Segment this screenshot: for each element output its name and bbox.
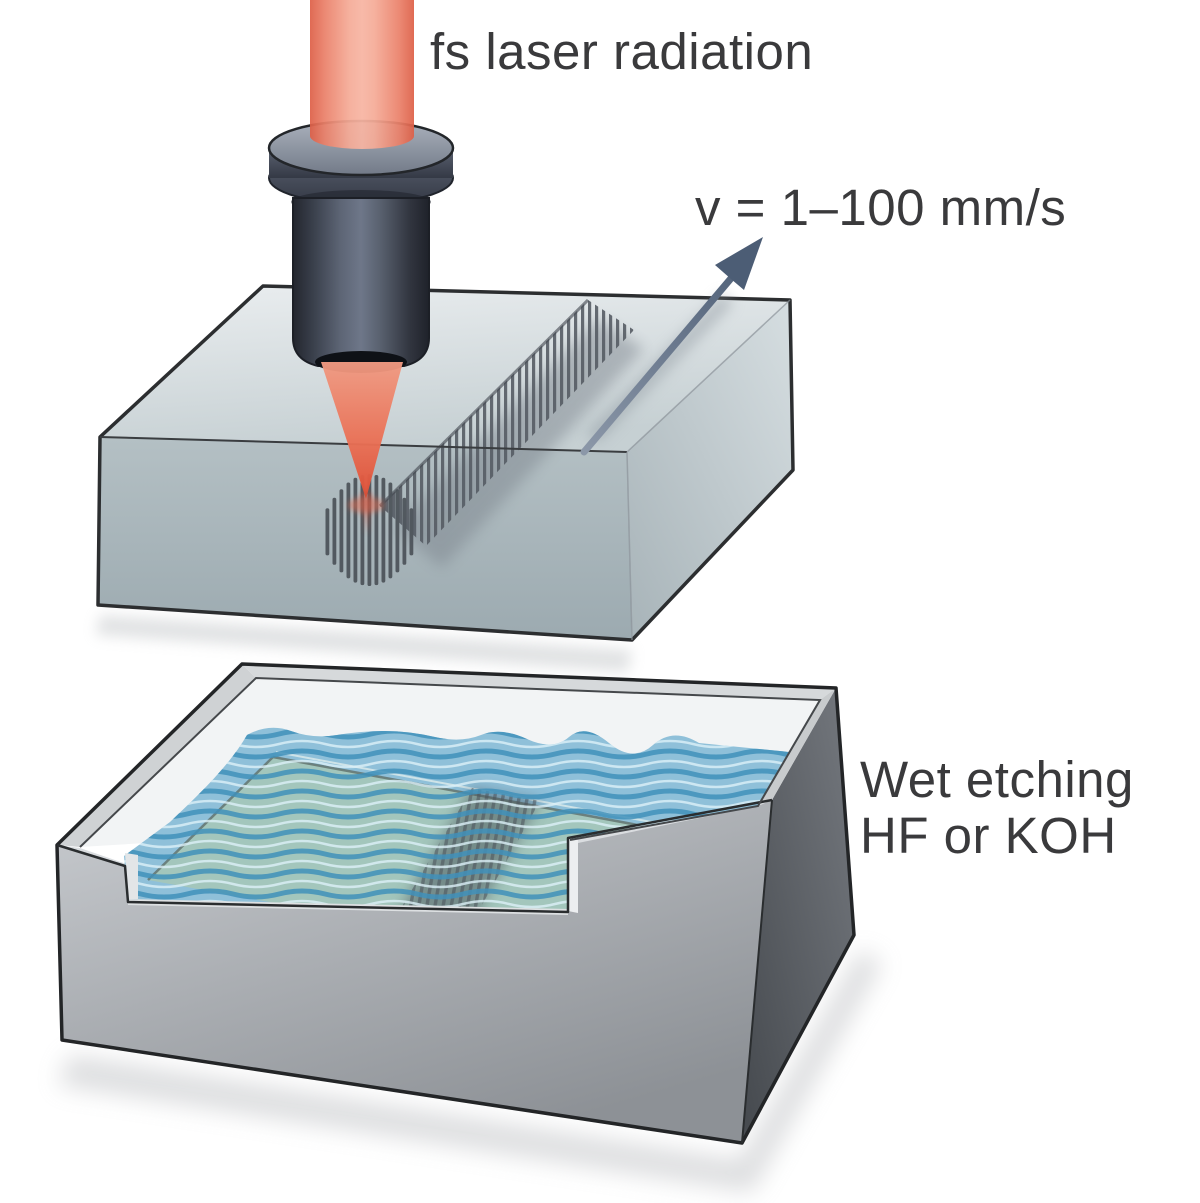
tank-inner-rim-outline (79, 676, 822, 848)
written-line (374, 474, 379, 586)
wet-etching-panel (55, 662, 882, 1192)
written-line (332, 497, 337, 565)
tank-rim-right (758, 688, 836, 806)
tank-front-face (57, 800, 772, 1143)
written-line (402, 497, 407, 565)
wave-highlight-line (124, 799, 790, 809)
written-line (388, 482, 393, 579)
laser-beam-label: fs laser radiation (430, 23, 814, 80)
velocity-arrow-head (715, 237, 763, 290)
wave-line (124, 788, 790, 800)
velocity-arrow-line (580, 272, 737, 456)
notch-right-step (568, 838, 578, 913)
tank-rim-left (57, 664, 256, 847)
written-line (353, 477, 358, 583)
written-line (381, 477, 386, 583)
glass-block-shadow (96, 615, 632, 672)
written-line (346, 482, 351, 579)
laser-writing-panel (96, 0, 795, 672)
tank-rim-back (242, 664, 836, 700)
wet-etching-label-line2: HF or KOH (860, 807, 1117, 865)
wave-highlight-line (124, 779, 790, 789)
lens-barrel (292, 197, 430, 367)
tank-shadow (58, 950, 882, 1192)
written-line (339, 489, 344, 573)
tank-corner-edge (741, 799, 773, 1144)
tank-right-face (742, 688, 854, 1143)
laser-focus-tail (361, 492, 371, 534)
wave-line (124, 768, 790, 780)
glass-block-right-face (627, 300, 793, 640)
laser-track-ridge (378, 298, 590, 508)
written-line (325, 508, 330, 556)
tank-front-rim-outline (56, 798, 773, 914)
written-line (395, 489, 400, 573)
glass-block-corner-edge (626, 299, 791, 641)
laser-focus-cone (321, 362, 403, 499)
laser-beam-column (310, 0, 414, 149)
written-line (409, 508, 414, 556)
wave-highlight-line (124, 759, 790, 769)
scan-velocity-label: v = 1–100 mm/s (695, 179, 1067, 236)
wet-etching-label: Wet etching HF or KOH (860, 751, 1134, 865)
wet-etching-label-line1: Wet etching (860, 751, 1134, 808)
laser-track-band (380, 300, 634, 546)
notch-left-step (125, 853, 138, 899)
